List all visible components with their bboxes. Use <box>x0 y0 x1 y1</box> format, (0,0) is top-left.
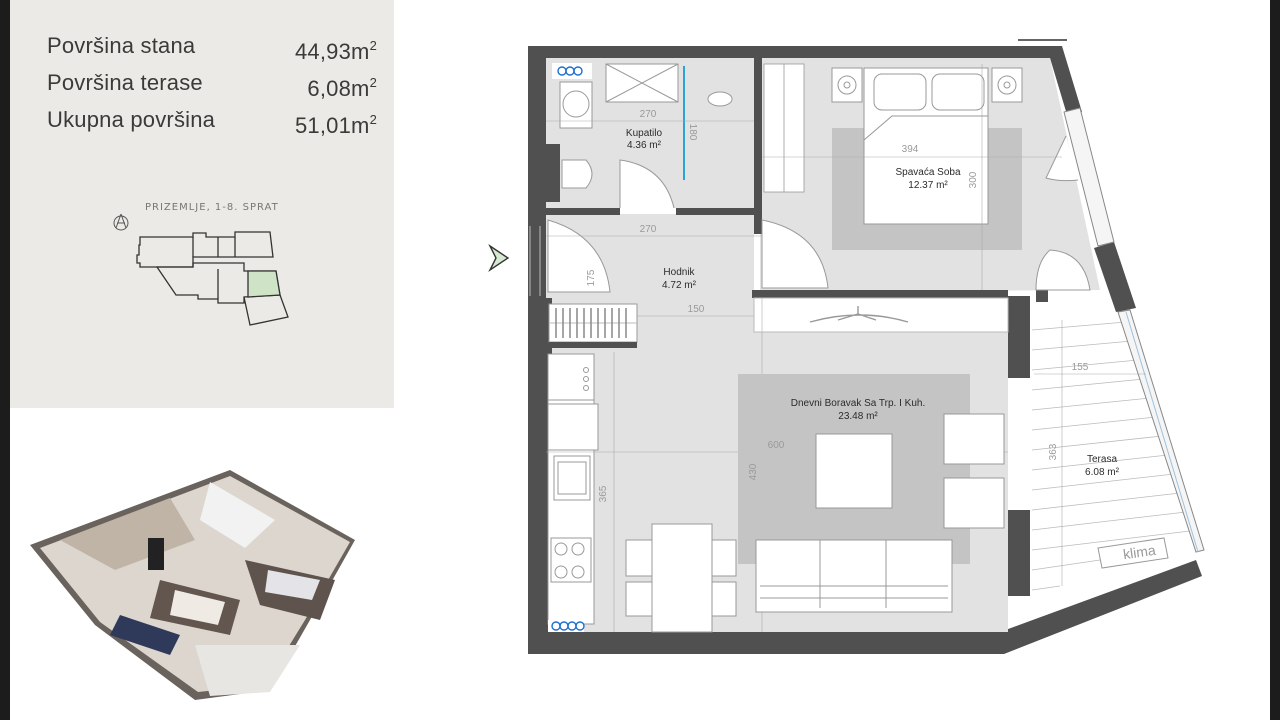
dining-set <box>625 523 737 633</box>
hallway-label: Hodnik <box>663 267 695 278</box>
area-summary: Površina stana 44,93m2 Površina terase 6… <box>47 30 377 141</box>
radiator-icon <box>557 66 583 76</box>
hallway-dim-width: 270 <box>640 224 657 235</box>
area-value: 44,93m2 <box>294 38 377 64</box>
terrace-label: Terasa <box>1087 454 1117 465</box>
living-room-area: 23.48 m² <box>838 411 878 422</box>
doors <box>547 219 1091 293</box>
bathroom-label: Kupatilo <box>626 128 663 139</box>
area-row-apartment: Površina stana 44,93m2 <box>47 30 377 67</box>
living-dim-height: 430 <box>748 463 759 480</box>
cooktop-icon <box>550 537 592 583</box>
toilet <box>561 159 593 189</box>
terrace-dim-width: 155 <box>1072 362 1089 373</box>
area-row-total: Ukupna površina 51,01m2 <box>47 104 377 141</box>
hallway-dim-width2: 150 <box>688 304 705 315</box>
area-label: Površina stana <box>47 33 196 58</box>
living-room-label: Dnevni Boravak Sa Trp. I Kuh. <box>791 398 926 409</box>
floor-drain <box>707 91 733 107</box>
north-arrow-icon <box>113 213 129 231</box>
kitchen-counter <box>547 353 599 625</box>
info-panel: Površina stana 44,93m2 Površina terase 6… <box>10 0 394 408</box>
bedroom-wardrobe <box>763 63 805 193</box>
bedroom-dim-height: 300 <box>968 171 979 188</box>
entry-arrow-icon <box>488 243 510 273</box>
area-row-terrace: Površina terase 6,08m2 <box>47 67 377 104</box>
bathroom-dim-width: 270 <box>640 109 657 120</box>
exterior-walls <box>528 39 1202 654</box>
ac-unit: klima <box>1097 537 1169 569</box>
floor-plan: 270 180 Kupatilo 4.36 m² 394 300 Spavaća… <box>488 39 1205 654</box>
ac-label: klima <box>1122 542 1157 562</box>
terrace-decking <box>1031 321 1191 591</box>
tv-console <box>753 297 1009 333</box>
highlighted-unit <box>247 270 281 298</box>
3d-render-image <box>30 470 355 700</box>
sofa <box>755 539 953 613</box>
right-frame-edge <box>1270 0 1280 720</box>
area-label: Ukupna površina <box>47 107 216 132</box>
bathroom-fixtures <box>552 63 733 209</box>
left-frame-edge <box>0 0 10 720</box>
nightstand-lamp-icon <box>831 67 1023 103</box>
keyplan-drawing <box>113 213 289 326</box>
keyplan-title: PRIZEMLJE, 1-8. SPRAT <box>145 202 279 213</box>
area-label: Površina terase <box>47 70 203 95</box>
bedroom-label: Spavaća Soba <box>895 167 960 178</box>
area-value: 6,08m2 <box>307 75 377 101</box>
kitchen-dim: 365 <box>598 485 609 502</box>
terrace-area: 6.08 m² <box>1085 467 1120 478</box>
bathroom-dim-height: 180 <box>687 124 698 141</box>
area-value: 51,01m2 <box>294 112 377 138</box>
bedroom-area: 12.37 m² <box>908 180 948 191</box>
terrace-dim-height: 363 <box>1048 443 1059 460</box>
hallway-area: 4.72 m² <box>662 280 697 291</box>
living-dim-width: 600 <box>768 440 785 451</box>
radiator-icon <box>548 620 585 632</box>
hallway-dim-height: 175 <box>586 269 597 286</box>
bedroom-dim-width: 394 <box>902 144 919 155</box>
tv-icon <box>809 306 909 323</box>
building-key-plan: PRIZEMLJE, 1-8. SPRAT <box>100 195 300 335</box>
shoe-cabinet <box>548 303 638 348</box>
bathroom-area: 4.36 m² <box>627 140 662 151</box>
armchairs <box>943 413 1005 529</box>
kitchen-sink <box>553 455 591 501</box>
coffee-table <box>815 433 893 509</box>
